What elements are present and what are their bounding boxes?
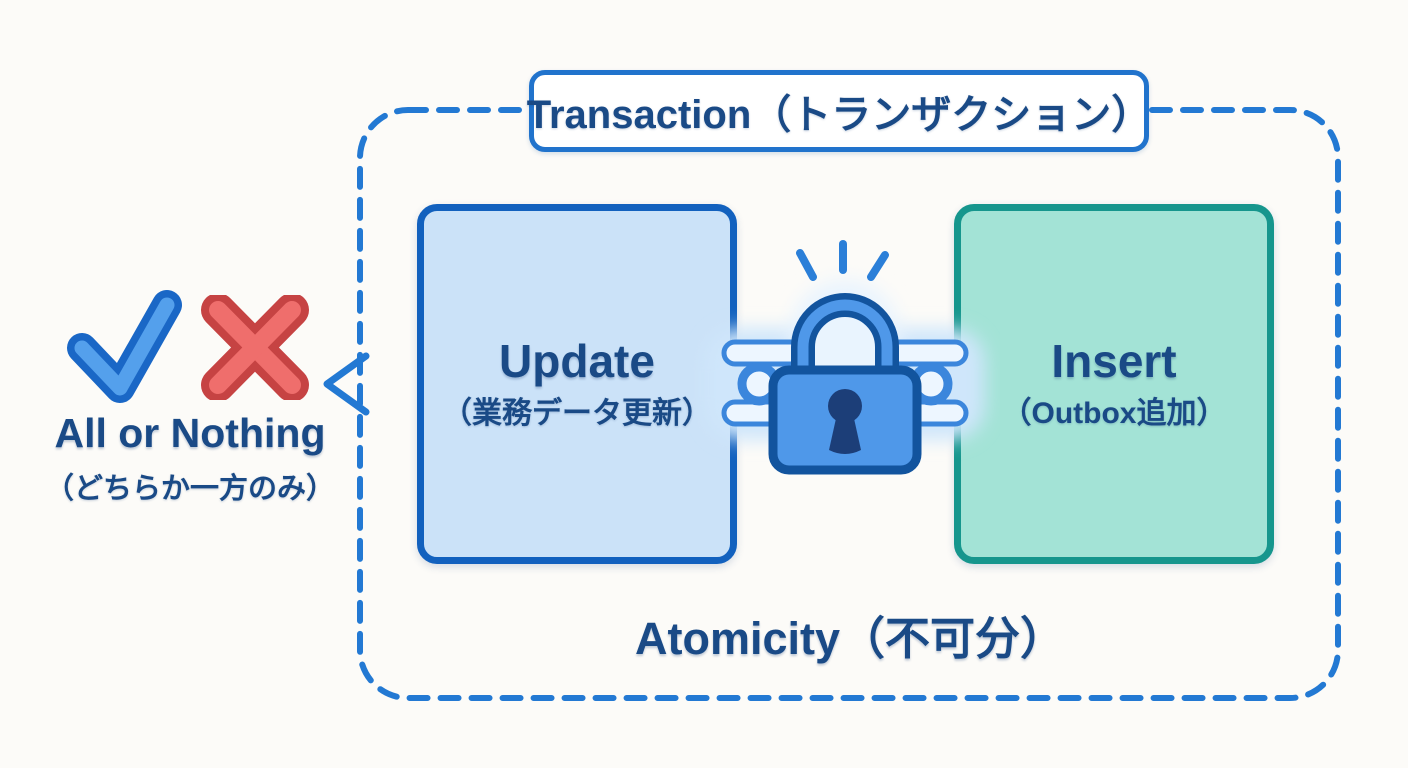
keyhole-icon [828, 389, 862, 454]
transaction-title-box: Transaction（トランザクション） [526, 70, 1152, 152]
chain-right-icon [875, 339, 969, 427]
chevron-left-icon [323, 352, 370, 416]
cross-icon [200, 295, 310, 400]
lock-chain-group [690, 225, 1000, 495]
insert-box: Insert （Outbox追加） [954, 204, 1274, 564]
insert-box-title: Insert [1051, 335, 1177, 388]
update-box-title: Update [499, 335, 655, 388]
update-box: Update （業務データ更新） [417, 204, 737, 564]
transaction-title: Transaction（トランザクション） [526, 93, 1152, 137]
insert-box-subtitle: （Outbox追加） [1001, 396, 1227, 430]
atomicity-label: Atomicity（不可分） [634, 613, 1066, 664]
all-or-nothing-title: All or Nothing [54, 410, 326, 456]
update-box-subtitle: （業務データ更新） [442, 396, 712, 430]
all-or-nothing-subtitle: （どちらか一方のみ） [44, 473, 335, 505]
sparkle-icon [796, 240, 889, 281]
all-or-nothing-note: All or Nothing （どちらか一方のみ） [20, 410, 360, 507]
checkmark-icon [55, 288, 185, 410]
lock-icon [768, 293, 922, 475]
